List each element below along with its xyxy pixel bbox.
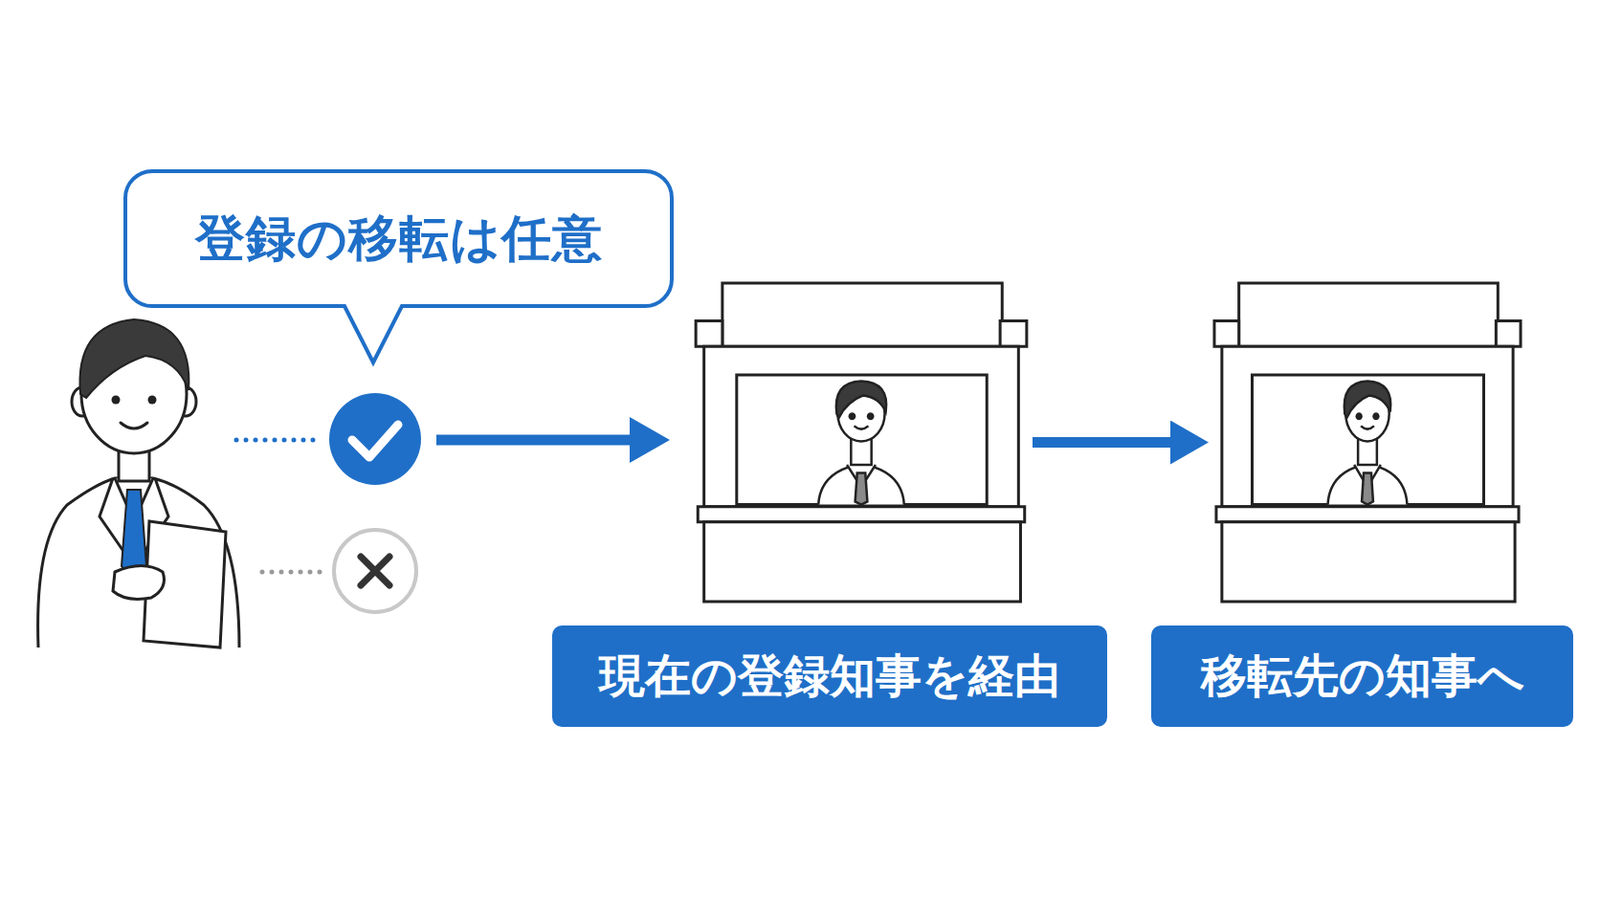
- person-mouth: [120, 422, 148, 429]
- booth-drawing: [1212, 283, 1523, 602]
- booth-part: [1222, 346, 1513, 508]
- clerk-eyes: [1356, 414, 1379, 420]
- person-coat: [38, 478, 240, 648]
- booth-part: [1214, 320, 1240, 347]
- booth-part: [704, 346, 1020, 508]
- booth-part: [1216, 507, 1519, 523]
- dotted-leader: [262, 570, 322, 576]
- booth-part: [1239, 283, 1499, 347]
- person-eye: [148, 396, 157, 405]
- booth-part: [1000, 320, 1027, 347]
- cross-mark-circle: [333, 530, 417, 613]
- person-hair: [79, 319, 189, 399]
- bubble-shape: [125, 171, 672, 363]
- flow-arrow-head: [629, 417, 670, 464]
- service-counter: 現在の登録知事を経由: [693, 283, 1029, 602]
- booth-part: [1251, 375, 1484, 506]
- clerk-body: [1328, 464, 1408, 506]
- clerk-hair: [1344, 380, 1391, 418]
- booth-label: 移転先の知事へ: [1151, 625, 1574, 728]
- clerk-tie: [1361, 473, 1374, 506]
- clerk-mouth: [1360, 425, 1375, 429]
- dotted-leader: [236, 438, 314, 444]
- service-counter: 移転先の知事へ: [1212, 283, 1523, 602]
- clerk-mouth: [854, 425, 869, 429]
- flow-arrow: [1032, 437, 1171, 448]
- booth-part: [697, 507, 1024, 523]
- check-mark: [352, 424, 399, 458]
- booth-part: [704, 522, 1022, 602]
- cross-mark: [360, 556, 390, 586]
- check-mark-circle: [329, 393, 422, 486]
- booth-drawing: [693, 283, 1029, 602]
- booth-part: [695, 320, 723, 347]
- clerk-hair: [836, 380, 887, 418]
- clerk-tie: [855, 473, 868, 506]
- person-eye: [111, 396, 121, 405]
- flow-arrow-line: [436, 435, 634, 446]
- booth-part: [1495, 320, 1521, 347]
- booth-part: [1222, 522, 1515, 602]
- booth-part: [722, 283, 1002, 347]
- clerk-eyes: [849, 414, 874, 420]
- clerk-body: [818, 464, 905, 506]
- booth-part: [736, 375, 987, 506]
- person-illustration: [38, 319, 240, 648]
- bubble-text: 登録の移転は任意: [125, 171, 672, 307]
- speech-bubble: 登録の移転は任意: [125, 171, 672, 307]
- booth-label: 現在の登録知事を経由: [552, 625, 1108, 728]
- person-hand: [112, 566, 165, 600]
